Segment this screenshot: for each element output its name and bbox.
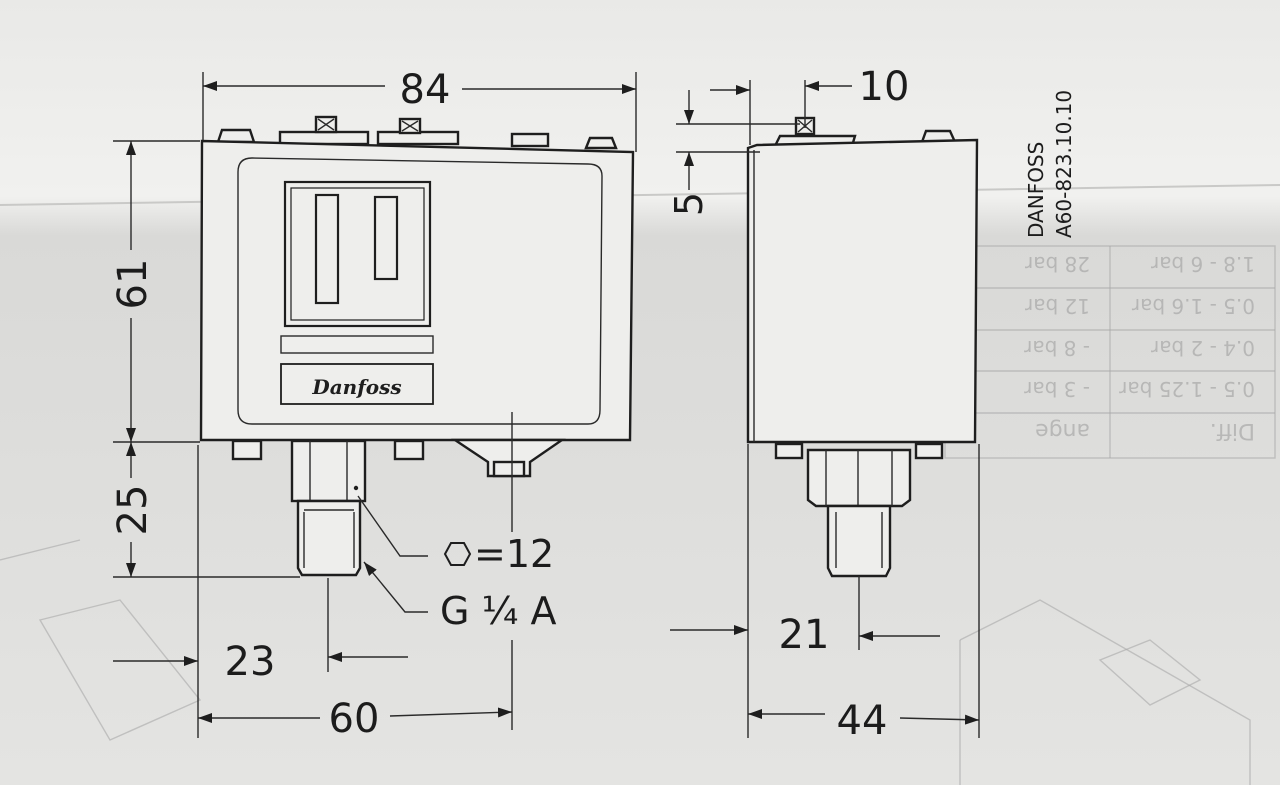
background-table-header-1: ange bbox=[1035, 418, 1090, 443]
thread-label-size: ¼ bbox=[482, 589, 519, 633]
hex-symbol bbox=[443, 542, 472, 566]
background-table-cell: - 3 bar bbox=[1023, 377, 1090, 401]
dim-mount-spacing: 60 bbox=[329, 696, 380, 742]
dim-connection-depth-offset: 21 bbox=[779, 612, 830, 658]
brand-logo: Danfoss bbox=[311, 375, 401, 399]
dim-connection-offset: 23 bbox=[225, 639, 276, 685]
background-table: ange Diff. - 3 bar 0.5 - 1.25 bar - 8 ba… bbox=[944, 245, 1276, 459]
dim-height: 61 bbox=[110, 259, 156, 310]
label-strip bbox=[280, 335, 434, 354]
dim-overall-width: 84 bbox=[400, 67, 451, 113]
background-table-cell: 0.5 - 1.25 bar bbox=[1118, 377, 1255, 401]
background-table-cell: - 8 bar bbox=[1023, 336, 1090, 360]
dim-terminal-height: 5 bbox=[667, 192, 711, 216]
background-table-cell: 0.4 - 2 bar bbox=[1150, 336, 1255, 360]
front-view: Danfoss =12 G ¼ A 84 bbox=[110, 67, 637, 742]
background-table-cell: 0.5 - 1.6 bar bbox=[1131, 294, 1255, 318]
faceplate bbox=[237, 157, 603, 425]
background-table-header-2: Diff. bbox=[1210, 418, 1255, 443]
side-view: 10 5 21 44 bbox=[667, 64, 980, 744]
dim-top-offset: 10 bbox=[859, 64, 910, 110]
thread-label-class: A bbox=[530, 589, 556, 633]
top-terminals bbox=[216, 115, 618, 150]
background-table-cell: 28 bar bbox=[1024, 252, 1090, 276]
range-slot bbox=[314, 193, 340, 305]
dial-window bbox=[283, 180, 432, 328]
title-block: DANFOSS A60-823.10.10 bbox=[1024, 90, 1076, 238]
hex-size-label: =12 bbox=[474, 532, 554, 576]
hex-nut bbox=[806, 448, 912, 508]
cable-entry bbox=[451, 438, 566, 478]
pressure-connection bbox=[290, 439, 367, 577]
housing-side bbox=[746, 138, 979, 444]
background-table-cell: 12 bar bbox=[1024, 294, 1090, 318]
logo-plate bbox=[280, 363, 434, 405]
ghost-sketch bbox=[0, 539, 1251, 785]
dim-connection-height: 25 bbox=[110, 485, 156, 536]
manufacturer-label: DANFOSS bbox=[1024, 142, 1048, 238]
part-number-label: A60-823.10.10 bbox=[1052, 90, 1076, 238]
diff-slot bbox=[373, 195, 399, 281]
dim-depth: 44 bbox=[837, 698, 888, 744]
background-table-cell: 1.8 - 6 bar bbox=[1150, 252, 1255, 276]
thread-label-type: G bbox=[440, 589, 469, 633]
housing-front bbox=[199, 139, 635, 442]
thread-label: G ¼ A bbox=[440, 589, 556, 633]
